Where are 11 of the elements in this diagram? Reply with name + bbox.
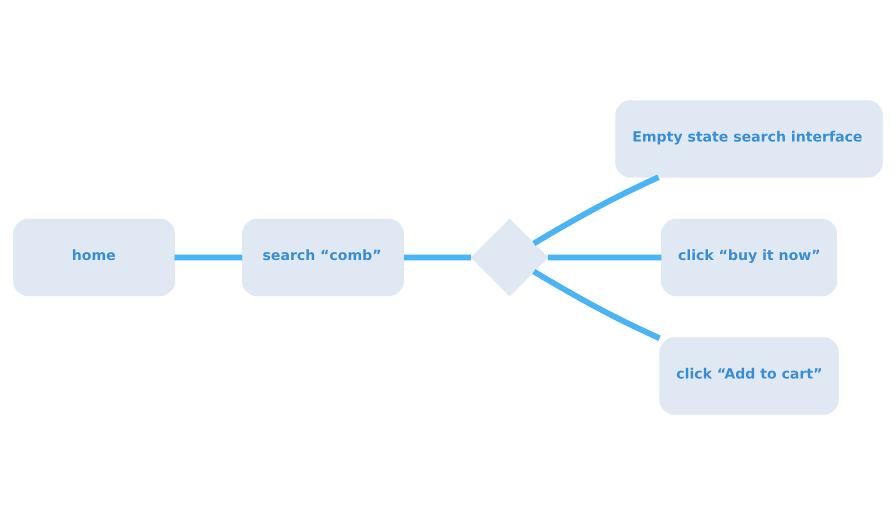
connector — [403, 254, 471, 260]
node-box: search “comb” — [242, 218, 404, 296]
node-box: click “buy it now” — [660, 218, 837, 296]
node-box: click “Add to cart” — [658, 337, 838, 415]
connector — [547, 254, 661, 260]
node-box: Empty state search interface — [614, 100, 882, 178]
connector — [532, 268, 660, 341]
node-diamond — [470, 218, 548, 296]
node-box: home — [12, 218, 175, 296]
connector — [174, 254, 242, 260]
connector — [532, 174, 660, 246]
